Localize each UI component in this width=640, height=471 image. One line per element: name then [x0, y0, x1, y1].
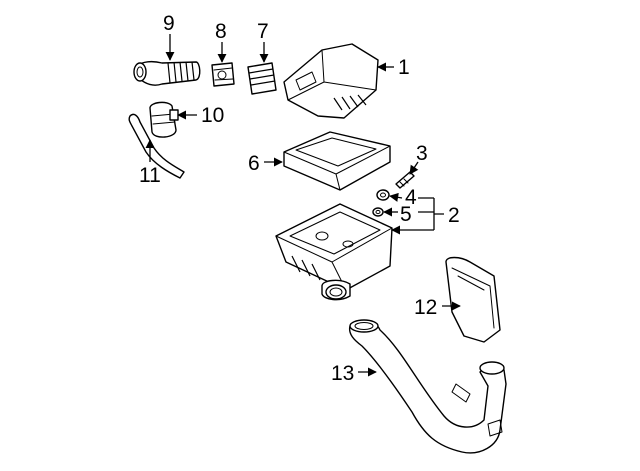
callout-7: 7: [257, 20, 269, 43]
callout-8: 8: [215, 20, 227, 43]
hose-part: [128, 113, 185, 179]
resonator-part: [149, 101, 179, 138]
duct-shield-part: [445, 256, 501, 343]
coupler-part: [247, 62, 277, 95]
callout-9: 9: [163, 12, 175, 35]
callout-10: 10: [201, 104, 224, 127]
callout-6: 6: [248, 152, 260, 175]
leader-2-bracket: [418, 197, 444, 230]
callout-labels: 1 2 3 4 5 6 7 8 9 10 11 12 13: [139, 12, 460, 385]
clamp-part: [211, 62, 235, 87]
intake-duct-part: [133, 61, 201, 86]
leader-3: [409, 161, 419, 175]
bolt-part: [395, 171, 415, 189]
outlet-duct-part: [348, 319, 507, 454]
callout-4: 4: [405, 186, 417, 209]
callout-13: 13: [331, 362, 354, 385]
callout-1: 1: [398, 56, 410, 79]
callout-2: 2: [448, 204, 460, 227]
washer-part: [372, 207, 384, 217]
air-cleaner-housing-part: [275, 203, 393, 301]
callout-11: 11: [139, 164, 161, 187]
leader-lines: [145, 34, 461, 377]
leader-4: [389, 192, 403, 202]
callout-3: 3: [416, 142, 428, 165]
air-cleaner-cover-part: [283, 43, 379, 119]
grommet-part: [376, 189, 390, 201]
filter-element-part: [283, 131, 391, 191]
callout-12: 12: [414, 296, 437, 319]
callout-5: 5: [400, 203, 412, 226]
